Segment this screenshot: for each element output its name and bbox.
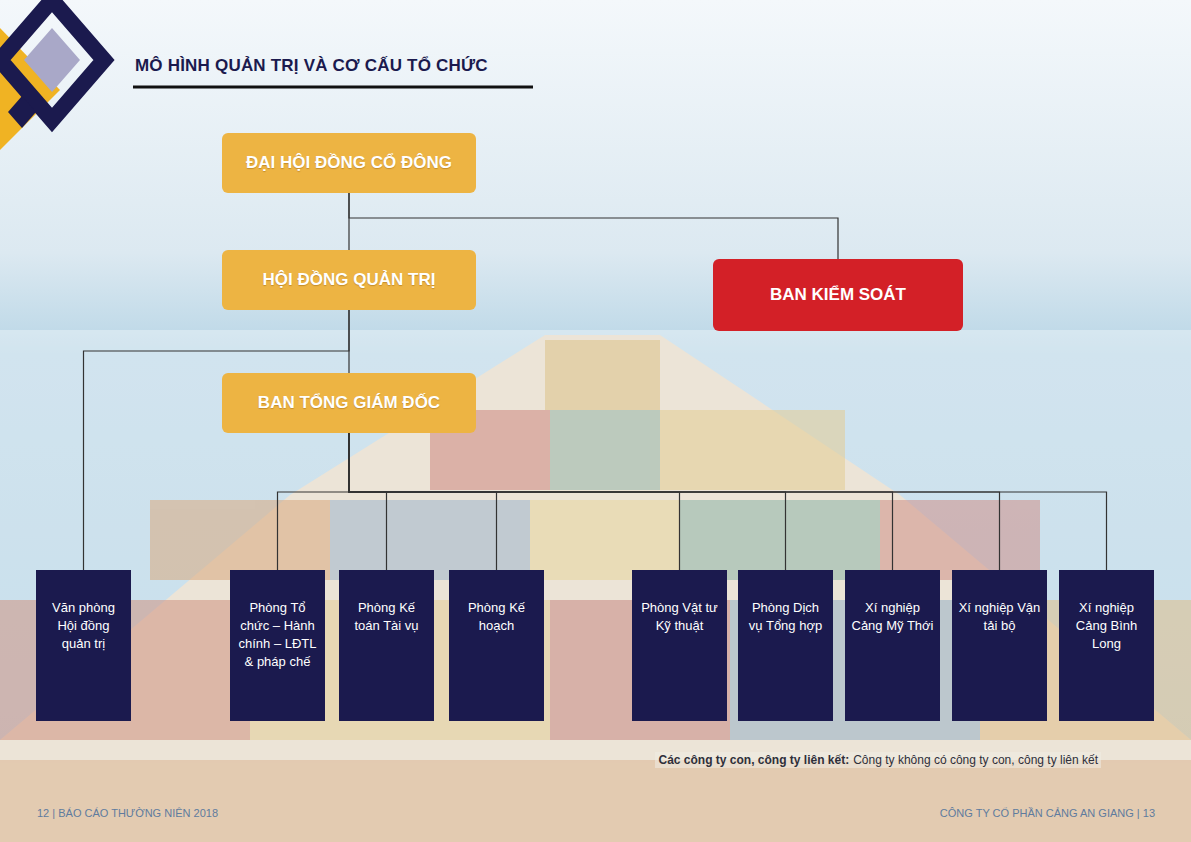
control-box: BAN KIỂM SOÁT xyxy=(713,259,963,331)
node-label: BAN KIỂM SOÁT xyxy=(770,285,906,305)
title-underline xyxy=(133,86,533,89)
unit-box: Phòng Vật tư Kỹ thuật xyxy=(632,570,727,721)
node-label: Phòng Dịch vụ Tổng hợp xyxy=(744,599,827,635)
unit-box: Phòng Kế hoạch xyxy=(449,570,544,721)
page-title: MÔ HÌNH QUẢN TRỊ VÀ CƠ CẤU TỔ CHỨC xyxy=(135,56,488,76)
unit-box: Phòng Dịch vụ Tổng hợp xyxy=(738,570,833,721)
footer-right: CÔNG TY CỔ PHẦN CẢNG AN GIANG | 13 xyxy=(940,807,1155,819)
node-label: Phòng Kế hoạch xyxy=(455,599,538,635)
photo-fade xyxy=(0,330,1191,842)
footer-left: 12 | BÁO CÁO THƯỜNG NIÊN 2018 xyxy=(37,807,218,819)
connector-line xyxy=(349,433,497,570)
board-box: HỘI ĐỒNG QUẢN TRỊ xyxy=(222,250,476,310)
unit-box: Văn phòng Hội đồng quản trị xyxy=(36,570,131,721)
unit-box: Phòng Tổ chức – Hành chính – LĐTL & pháp… xyxy=(230,570,325,721)
node-label: Phòng Tổ chức – Hành chính – LĐTL & pháp… xyxy=(236,599,319,671)
connector-line xyxy=(349,433,893,570)
node-label: BAN TỔNG GIÁM ĐỐC xyxy=(258,393,440,413)
connector-line xyxy=(84,310,350,570)
assembly-box: ĐẠI HỘI ĐỒNG CỔ ĐÔNG xyxy=(222,133,476,193)
node-label: Xí nghiệp Cảng Bình Long xyxy=(1065,599,1148,653)
node-label: HỘI ĐỒNG QUẢN TRỊ xyxy=(263,270,436,290)
connector-line xyxy=(349,433,387,570)
node-label: ĐẠI HỘI ĐỒNG CỔ ĐÔNG xyxy=(246,153,452,173)
logo-diamond xyxy=(0,0,104,120)
note-line: Các công ty con, công ty liên kết: Công t… xyxy=(655,752,1101,768)
node-label: Phòng Kế toán Tài vụ xyxy=(345,599,428,635)
unit-box: Xí nghiệp Cảng Bình Long xyxy=(1059,570,1154,721)
director-box: BAN TỔNG GIÁM ĐỐC xyxy=(222,373,476,433)
connector-line xyxy=(278,433,350,570)
node-label: Phòng Vật tư Kỹ thuật xyxy=(638,599,721,635)
logo-inner xyxy=(24,28,80,92)
unit-box: Xí nghiệp Cảng Mỹ Thới xyxy=(845,570,940,721)
connector-line xyxy=(349,433,1107,570)
node-label: Xí nghiệp Cảng Mỹ Thới xyxy=(851,599,934,635)
node-label: Xí nghiệp Vận tải bộ xyxy=(958,599,1041,635)
note-text: Công ty không có công ty con, công ty li… xyxy=(853,753,1098,767)
note-heading: Các công ty con, công ty liên kết: xyxy=(658,753,849,767)
node-label: Văn phòng Hội đồng quản trị xyxy=(42,599,125,653)
logo-dot xyxy=(8,96,36,128)
unit-box: Xí nghiệp Vận tải bộ xyxy=(952,570,1047,721)
unit-box: Phòng Kế toán Tài vụ xyxy=(339,570,434,721)
connector-line xyxy=(349,433,680,570)
connector-line xyxy=(349,433,1000,570)
connector-line xyxy=(349,433,786,570)
